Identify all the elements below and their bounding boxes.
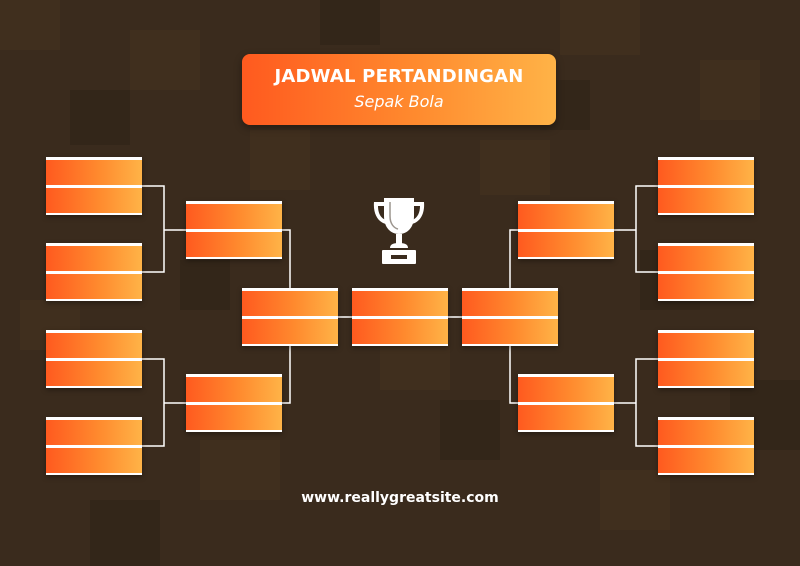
left-round2-match-1 <box>186 201 282 259</box>
team-slot[interactable] <box>46 274 142 299</box>
right-round2-match-2 <box>518 374 614 432</box>
team-slot[interactable] <box>46 246 142 271</box>
team-slot[interactable] <box>462 291 558 316</box>
final-match <box>352 288 448 346</box>
team-slot[interactable] <box>46 333 142 358</box>
left-round2-match-2 <box>186 374 282 432</box>
right-round2-match-1 <box>518 201 614 259</box>
team-slot[interactable] <box>658 361 754 386</box>
team-slot[interactable] <box>46 188 142 213</box>
team-slot[interactable] <box>242 319 338 344</box>
team-slot[interactable] <box>352 319 448 344</box>
team-slot[interactable] <box>658 333 754 358</box>
page-subtitle: Sepak Bola <box>354 92 444 111</box>
team-slot[interactable] <box>518 405 614 430</box>
right-round1-match-4 <box>658 417 754 475</box>
website-link[interactable]: www.reallygreatsite.com <box>301 490 499 506</box>
team-slot[interactable] <box>658 448 754 473</box>
left-round1-match-2 <box>46 243 142 301</box>
page-title: JADWAL PERTANDINGAN <box>274 66 524 87</box>
left-round1-match-1 <box>46 157 142 215</box>
right-semifinal-match <box>462 288 558 346</box>
team-slot[interactable] <box>352 291 448 316</box>
left-round1-match-4 <box>46 417 142 475</box>
team-slot[interactable] <box>658 420 754 445</box>
team-slot[interactable] <box>46 420 142 445</box>
team-slot[interactable] <box>658 188 754 213</box>
team-slot[interactable] <box>518 377 614 402</box>
team-slot[interactable] <box>242 291 338 316</box>
team-slot[interactable] <box>658 246 754 271</box>
team-slot[interactable] <box>186 377 282 402</box>
team-slot[interactable] <box>46 448 142 473</box>
team-slot[interactable] <box>658 160 754 185</box>
team-slot[interactable] <box>658 274 754 299</box>
trophy-icon <box>373 198 425 264</box>
team-slot[interactable] <box>186 405 282 430</box>
right-round1-match-3 <box>658 330 754 388</box>
left-round1-match-3 <box>46 330 142 388</box>
team-slot[interactable] <box>462 319 558 344</box>
team-slot[interactable] <box>46 160 142 185</box>
team-slot[interactable] <box>518 204 614 229</box>
left-semifinal-match <box>242 288 338 346</box>
team-slot[interactable] <box>186 204 282 229</box>
team-slot[interactable] <box>186 232 282 257</box>
team-slot[interactable] <box>46 361 142 386</box>
team-slot[interactable] <box>518 232 614 257</box>
title-card: JADWAL PERTANDINGAN Sepak Bola <box>242 54 556 125</box>
right-round1-match-2 <box>658 243 754 301</box>
right-round1-match-1 <box>658 157 754 215</box>
